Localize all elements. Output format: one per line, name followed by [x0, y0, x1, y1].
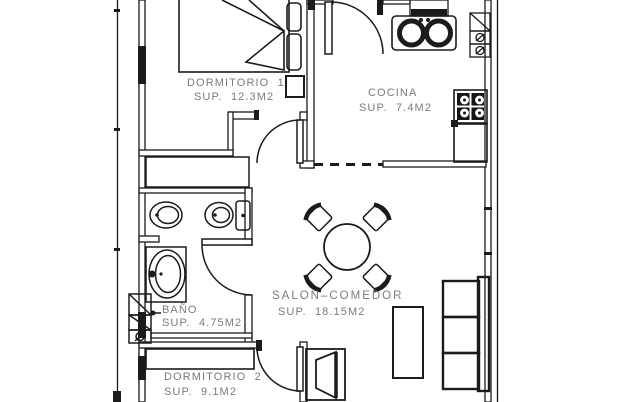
- room-label-salon-comedor-area: SUP. 18.15M2: [278, 306, 366, 318]
- coffee-table: [392, 306, 424, 379]
- room-label-dormitorio-1-name: DORMITORIO 1: [187, 77, 285, 89]
- room-label-cocina-name: COCINA: [368, 87, 418, 99]
- plot-boundary-lines: [113, 0, 499, 402]
- wardrobe: [145, 348, 255, 370]
- toilet: [204, 200, 251, 231]
- nightstand: [285, 75, 305, 98]
- room-label-bano-name: BAÑO: [162, 304, 198, 316]
- kitchen-counter: [451, 12, 491, 163]
- kitchen-sink: [391, 15, 457, 51]
- room-label-dormitorio-2-name: DORMITORIO 2: [164, 371, 262, 383]
- room-label-dormitorio-2-area: SUP. 9.1M2: [164, 386, 238, 398]
- double-bed: [178, 0, 302, 73]
- closet: [145, 156, 250, 188]
- interior-walls: [138, 0, 487, 402]
- washbasin: [145, 246, 187, 303]
- tv-unit: [305, 348, 346, 401]
- windows: [138, 0, 492, 380]
- bano-label-leader: [150, 310, 161, 316]
- exterior-walls: [138, 0, 492, 402]
- dormitorio-1-door: [256, 119, 304, 164]
- room-label-dormitorio-1-area: SUP. 12.3M2: [194, 91, 275, 103]
- sofa: [441, 275, 491, 393]
- dining-table: [323, 223, 371, 271]
- room-label-bano-area: SUP. 4.75M2: [162, 317, 243, 329]
- room-label-salon-comedor-name: SALON–COMEDOR: [272, 290, 404, 302]
- bathroom-door: [201, 238, 253, 296]
- room-label-cocina-area: SUP. 7.4M2: [359, 102, 433, 114]
- entry-door: [324, 1, 384, 55]
- cooktop: [453, 89, 488, 124]
- laundry-column: [128, 293, 152, 344]
- bidet: [149, 201, 183, 229]
- dining-chairs: [303, 202, 392, 293]
- dormitorio-2-door: [256, 346, 304, 392]
